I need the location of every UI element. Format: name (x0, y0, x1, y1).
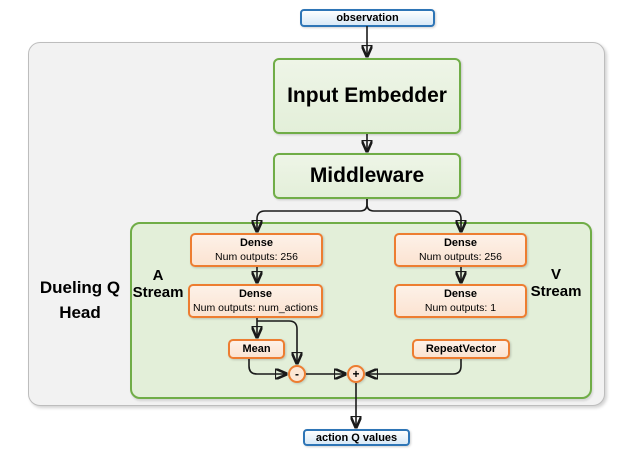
mean-node: Mean (228, 339, 285, 359)
repeat-vector-node-label: RepeatVector (425, 343, 497, 355)
dense-a2-node: Dense Num outputs: num_actions (188, 284, 323, 318)
dueling-q-head-label: Dueling Q Head (25, 275, 135, 325)
dense-v1-node-subtitle: Num outputs: 256 (419, 251, 502, 263)
mean-node-label: Mean (242, 343, 271, 355)
a-stream-label: A Stream (128, 267, 188, 301)
v-stream-label-line2: Stream (530, 283, 582, 300)
a-stream-label-line2: Stream (132, 284, 184, 301)
minus-operator-label: - (295, 367, 299, 381)
input-embedder-node: Input Embedder (273, 58, 461, 134)
dense-v1-node: Dense Num outputs: 256 (394, 233, 527, 267)
dueling-q-head-label-line2: Head (59, 303, 101, 322)
dense-a1-node-title: Dense (239, 237, 274, 249)
dense-a1-node: Dense Num outputs: 256 (190, 233, 323, 267)
repeat-vector-node: RepeatVector (412, 339, 510, 359)
a-stream-label-line1: A (152, 267, 164, 284)
dense-v2-node-subtitle: Num outputs: 1 (424, 302, 497, 314)
dense-a2-node-title: Dense (238, 288, 273, 300)
dueling-q-head-label-line1: Dueling Q (39, 278, 121, 297)
input-embedder-node-label: Input Embedder (287, 84, 447, 107)
observation-node-label: observation (336, 12, 399, 24)
middleware-node-label: Middleware (309, 164, 425, 187)
dense-v2-node-title: Dense (443, 288, 478, 300)
plus-operator-label: + (352, 367, 360, 381)
dense-v1-node-title: Dense (443, 237, 478, 249)
action-q-values-node: action Q values (303, 429, 410, 446)
dense-a1-node-subtitle: Num outputs: 256 (215, 251, 298, 263)
v-stream-label-line1: V (550, 266, 561, 283)
middleware-node: Middleware (273, 153, 461, 199)
minus-operator-node: - (288, 365, 306, 383)
v-stream-label: V Stream (526, 266, 586, 300)
dense-v2-node: Dense Num outputs: 1 (394, 284, 527, 318)
plus-operator-node: + (347, 365, 365, 383)
action-q-values-node-label: action Q values (315, 431, 398, 444)
observation-node: observation (300, 9, 435, 27)
dense-a2-node-subtitle: Num outputs: num_actions (193, 302, 318, 314)
